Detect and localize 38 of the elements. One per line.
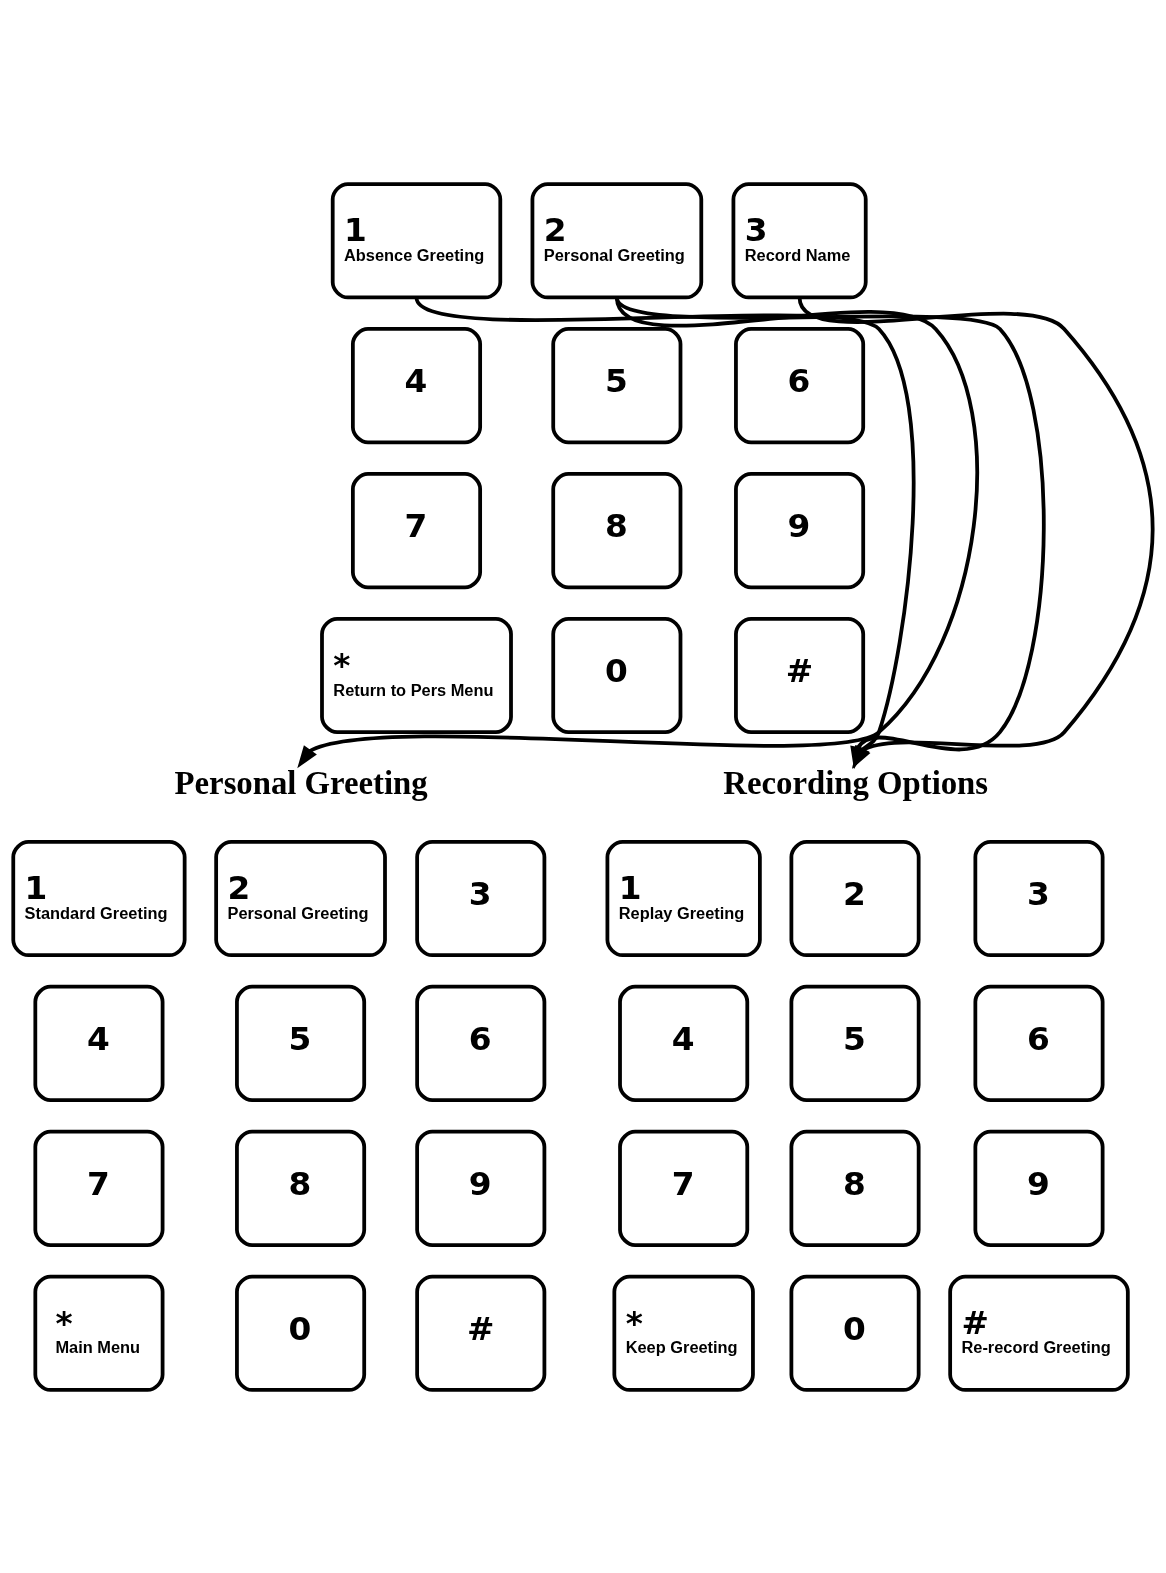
node-box: 1 Absence Greeting [330,181,503,299]
node-box: 7 [618,1129,750,1247]
node-box: 6 [973,984,1105,1102]
node-box: 9 [973,1129,1105,1247]
node-box: 8 [789,1129,921,1247]
node-box: 1 Standard Greeting [11,839,187,957]
node-box: 5 [235,984,367,1102]
node-box: 0 [789,1274,921,1392]
node-text: Personal Greeting [174,764,428,801]
node-box: 3 [973,839,1105,957]
node-box: 0 [235,1274,367,1392]
node-box: 2 Personal Greeting [214,839,387,957]
node-box: 2 Personal Greeting [530,181,704,299]
node-box: 5 [789,984,921,1102]
node-box: 3 Record Name [731,181,868,299]
node-box: 1 Replay Greeting [605,839,762,957]
node-box: 3 [415,839,547,957]
node-box: # [415,1274,547,1392]
node-box: 5 [551,326,683,444]
node-box: # Re-record Greeting [948,1274,1130,1392]
node-box: 6 [734,326,866,444]
node-box: 9 [734,471,866,589]
node-box: # [734,616,866,734]
node-box: 2 [789,839,921,957]
node-box: * Main Menu [33,1274,165,1392]
node-box: * Return to Pers Menu [320,616,513,734]
node-box: 4 [618,984,750,1102]
node-box: * Keep Greeting [612,1274,755,1392]
node-box: 8 [235,1129,367,1247]
node-box: 4 [351,326,483,444]
node-box: 8 [551,471,683,589]
node-box: 6 [415,984,547,1102]
node-text: Recording Options [723,764,989,801]
node-box: 7 [33,1129,165,1247]
node-box: 9 [415,1129,547,1247]
node-box: 7 [351,471,483,589]
node-box: 0 [551,616,683,734]
node-box: 4 [33,984,165,1102]
